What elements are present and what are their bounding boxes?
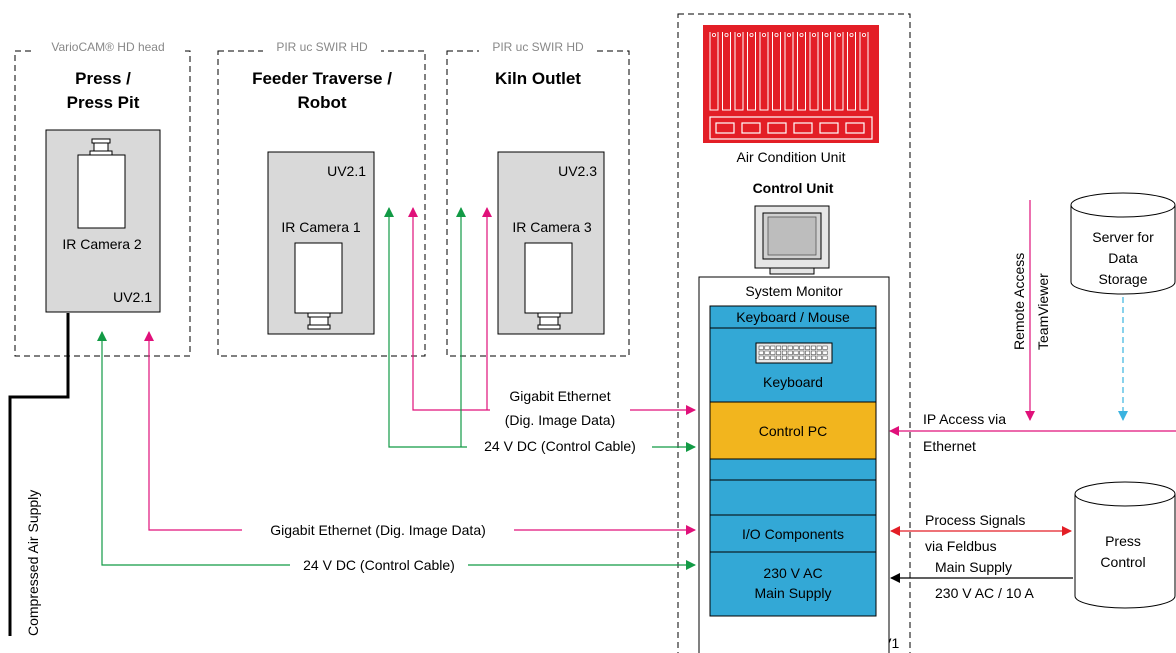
gigabit-upper-label-1: Gigabit Ethernet <box>509 388 610 404</box>
server-label-1: Server for <box>1092 229 1154 245</box>
connection-dc-lower <box>97 331 696 570</box>
zone-kiln-device: PIR uc SWIR HD <box>492 40 584 54</box>
zone-feeder-title-2: Robot <box>297 93 346 112</box>
process-signals-label-1: Process Signals <box>925 512 1025 528</box>
press-control: Press Control <box>1074 481 1176 609</box>
gigabit-lower-label: Gigabit Ethernet (Dig. Image Data) <box>270 522 486 538</box>
press-control-label-1: Press <box>1105 533 1141 549</box>
server-label-3: Storage <box>1098 271 1147 287</box>
keyboard-label: Keyboard <box>763 374 823 390</box>
press-control-label-2: Control <box>1100 554 1145 570</box>
zone-press: VarioCAM® HD head Press / Press Pit <box>14 40 191 357</box>
camera-box-1: UV2.1 IR Camera 1 <box>267 151 375 335</box>
camera-2-id: UV2.1 <box>113 289 152 305</box>
connection-ethernet-lower <box>144 331 696 535</box>
camera-box-2: IR Camera 2 UV2.1 <box>45 129 161 313</box>
main-supply-ext-label-2: 230 V AC / 10 A <box>935 585 1035 601</box>
keyboard-mouse-label: Keyboard / Mouse <box>736 309 850 325</box>
remote-access-label-1: Remote Access <box>1011 253 1027 350</box>
control-unit-label: Control Unit <box>753 180 834 196</box>
ac-vents-icon <box>715 122 865 134</box>
ac-fins-icon <box>709 32 869 111</box>
zone-feeder: PIR uc SWIR HD Feeder Traverse / Robot <box>217 40 426 357</box>
dc-lower-label: 24 V DC (Control Cable) <box>303 557 455 573</box>
camera-box-3: UV2.3 IR Camera 3 <box>497 151 605 335</box>
main-supply-label-1: 230 V AC <box>763 565 822 581</box>
zone-feeder-title-1: Feeder Traverse / <box>252 69 392 88</box>
zone-press-title-1: Press / <box>75 69 131 88</box>
camera-lens-icon <box>307 312 331 330</box>
zone-press-device: VarioCAM® HD head <box>51 40 164 54</box>
main-supply-ext-label-1: Main Supply <box>935 559 1012 575</box>
zone-feeder-device: PIR uc SWIR HD <box>276 40 368 54</box>
camera-2-label: IR Camera 2 <box>62 236 142 252</box>
dc-upper-label: 24 V DC (Control Cable) <box>484 438 636 454</box>
main-supply-label-2: Main Supply <box>754 585 831 601</box>
gigabit-upper-label-2: (Dig. Image Data) <box>505 412 615 428</box>
control-pc-label: Control PC <box>759 423 827 439</box>
camera-lens-icon <box>537 312 561 330</box>
camera-body-icon <box>77 154 126 229</box>
system-monitor-label: System Monitor <box>745 283 843 299</box>
air-condition-label: Air Condition Unit <box>737 149 846 165</box>
camera-3-id: UV2.3 <box>558 163 597 179</box>
monitor-icon <box>754 205 830 275</box>
compressed-air-label: Compressed Air Supply <box>25 490 41 636</box>
air-condition-unit: Air Condition Unit <box>703 25 879 165</box>
server-label-2: Data <box>1108 250 1138 266</box>
io-components-label: I/O Components <box>742 526 844 542</box>
camera-body-icon <box>294 242 343 314</box>
process-signals-label-2: via Feldbus <box>925 538 997 554</box>
server-storage: Server for Data Storage <box>1070 192 1176 295</box>
camera-1-id: UV2.1 <box>327 163 366 179</box>
compressed-air-line <box>8 313 70 636</box>
zone-press-title-2: Press Pit <box>67 93 140 112</box>
ip-access-label-1: IP Access via <box>923 411 1006 427</box>
remote-access-label-2: TeamViewer <box>1035 273 1051 350</box>
camera-1-label: IR Camera 1 <box>281 219 361 235</box>
camera-lens-icon <box>89 138 113 156</box>
zone-kiln-title: Kiln Outlet <box>495 69 581 88</box>
camera-3-label: IR Camera 3 <box>512 219 592 235</box>
zone-kiln: PIR uc SWIR HD Kiln Outlet <box>446 40 630 357</box>
control-pc-box <box>709 401 877 460</box>
camera-body-icon <box>524 242 573 314</box>
keyboard-icon <box>755 342 833 364</box>
ip-access-label-2: Ethernet <box>923 438 976 454</box>
